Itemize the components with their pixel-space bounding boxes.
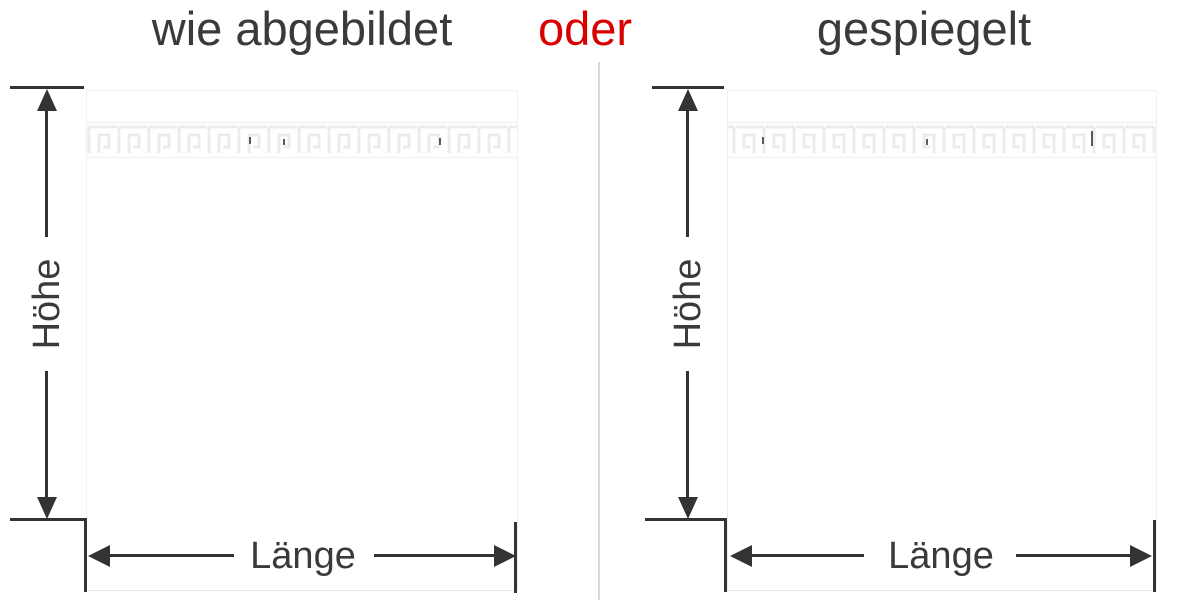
height-dimension-line — [686, 109, 689, 237]
length-dimension-line — [374, 554, 496, 557]
length-extension-tick-left — [724, 518, 727, 592]
arrow-up-icon — [37, 89, 57, 111]
height-extension-tick-top — [652, 86, 724, 89]
preview-panel-mirrored — [727, 90, 1157, 591]
height-dimension-line — [45, 371, 48, 497]
length-dimension-line — [108, 554, 234, 557]
arrow-left-icon — [88, 545, 110, 567]
connector-word-oder: oder — [537, 2, 633, 55]
length-extension-tick-left — [84, 518, 87, 592]
option-label-as-shown: wie abgebildet — [151, 2, 453, 55]
greek-key-pattern-band-mirrored — [728, 121, 1156, 159]
pattern-speck — [439, 138, 441, 145]
pattern-speck — [926, 139, 928, 145]
greek-key-pattern-band — [87, 121, 517, 159]
height-extension-tick-bottom — [10, 518, 87, 521]
height-extension-tick-bottom — [645, 518, 727, 521]
length-extension-tick-right — [514, 522, 517, 593]
pattern-speck — [249, 137, 251, 144]
length-extension-tick-right — [1153, 520, 1156, 592]
length-label: Länge — [888, 535, 994, 577]
arrow-up-icon — [678, 89, 698, 111]
height-label: Höhe — [667, 258, 709, 350]
length-dimension-line — [750, 554, 864, 557]
height-dimension-line — [45, 109, 48, 237]
arrow-left-icon — [730, 545, 752, 567]
pattern-speck — [762, 137, 764, 144]
vertical-divider — [598, 62, 600, 600]
arrow-down-icon — [37, 497, 57, 519]
length-dimension-line — [1016, 554, 1132, 557]
arrow-down-icon — [678, 497, 698, 519]
option-label-mirrored: gespiegelt — [816, 2, 1032, 55]
arrow-right-icon — [1130, 545, 1152, 567]
height-extension-tick-top — [10, 86, 84, 89]
pattern-speck — [1091, 131, 1093, 146]
preview-panel-as-shown — [86, 90, 518, 591]
height-label: Höhe — [26, 258, 68, 350]
arrow-right-icon — [494, 545, 516, 567]
pattern-speck — [283, 139, 285, 145]
length-label: Länge — [250, 535, 356, 577]
height-dimension-line — [686, 371, 689, 497]
